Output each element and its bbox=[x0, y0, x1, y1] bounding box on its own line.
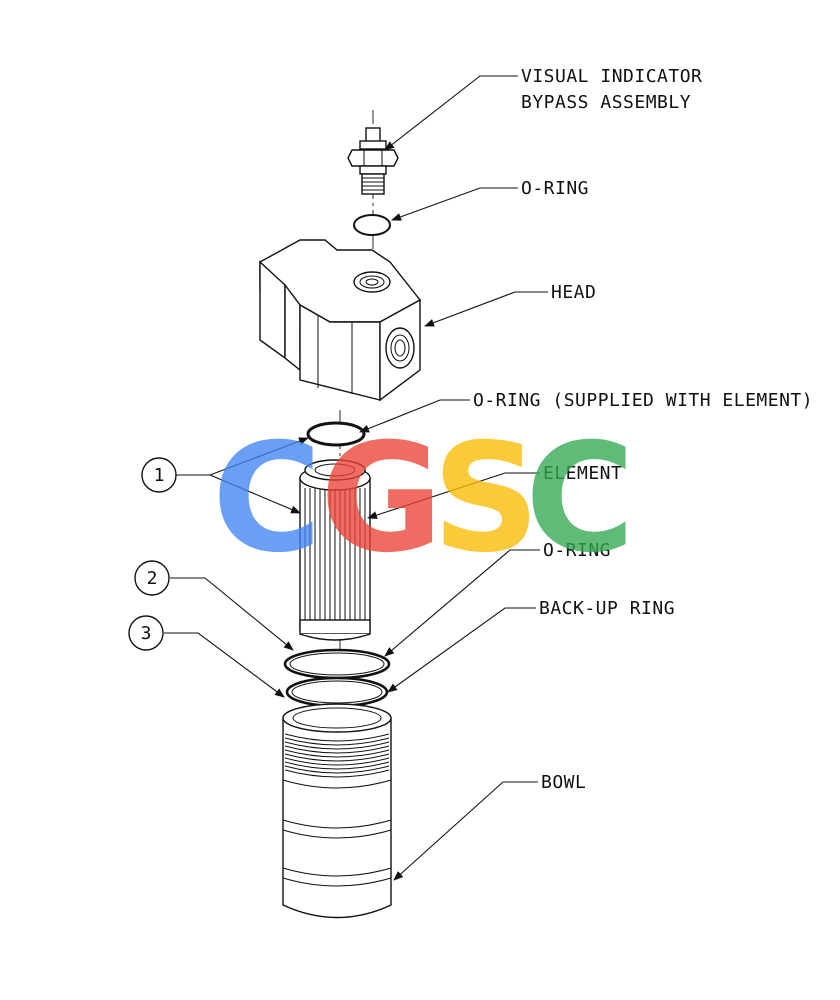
thread-line bbox=[284, 765, 390, 774]
label-visual-indicator: VISUAL INDICATOR bbox=[521, 66, 702, 87]
cgsc-watermark-logo: C G S C bbox=[212, 412, 635, 586]
watermark-letter-s: S bbox=[432, 412, 540, 586]
label-bypass-assembly: BYPASS ASSEMBLY bbox=[521, 92, 691, 113]
thread-line bbox=[284, 733, 390, 742]
callout-2: 2 bbox=[147, 568, 158, 589]
thread-line bbox=[284, 757, 390, 766]
thread-line bbox=[284, 745, 390, 754]
label-element: ELEMENT bbox=[543, 463, 622, 484]
label-oring-mid: O-RING bbox=[543, 540, 611, 561]
bowl-threads bbox=[284, 733, 390, 778]
thread-line bbox=[284, 761, 390, 770]
oring-mid-part bbox=[283, 648, 391, 680]
backup-ring-part bbox=[285, 676, 389, 708]
thread-line bbox=[284, 753, 390, 762]
callout-1-circle bbox=[141, 457, 177, 493]
visual-indicator-part bbox=[347, 127, 399, 195]
label-oring-top: O-RING bbox=[521, 178, 589, 199]
label-head: HEAD bbox=[551, 282, 596, 303]
callout-1: 1 bbox=[154, 465, 165, 486]
thread-line bbox=[284, 769, 390, 778]
thread-line bbox=[284, 737, 390, 746]
callout-3-circle bbox=[128, 615, 164, 651]
element-part bbox=[299, 459, 371, 641]
bowl-part bbox=[282, 703, 392, 919]
label-backup-ring: BACK-UP RING bbox=[539, 598, 675, 619]
callout-2-circle bbox=[134, 560, 170, 596]
watermark-letter-g: G bbox=[320, 412, 443, 586]
element-pleats bbox=[304, 488, 366, 620]
oring-top-part bbox=[353, 214, 391, 236]
label-oring-supplied: O-RING (SUPPLIED WITH ELEMENT) bbox=[473, 390, 813, 411]
callout-3: 3 bbox=[141, 623, 152, 644]
label-bowl: BOWL bbox=[541, 772, 586, 793]
thread-line bbox=[284, 749, 390, 758]
head-part bbox=[259, 239, 422, 402]
watermark-letter-c1: C bbox=[212, 412, 322, 586]
oring-supplied-part bbox=[306, 421, 366, 447]
thread-line bbox=[284, 741, 390, 750]
watermark-letter-c2: C bbox=[525, 412, 635, 586]
